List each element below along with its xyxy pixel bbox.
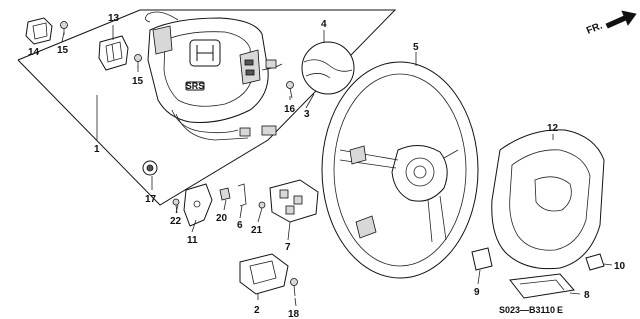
callout-16: 16 [284, 104, 296, 115]
part-20-clip [219, 187, 231, 201]
part-11-bracket [183, 183, 213, 227]
part-10-cap [585, 253, 605, 271]
front-direction-indicator: FR. [585, 10, 637, 37]
callout-9: 9 [474, 287, 480, 298]
part-5-steering-wheel [321, 61, 479, 279]
callout-22: 22 [170, 216, 182, 227]
diagram-code-suffix: E [557, 305, 563, 315]
callout-4: 4 [321, 19, 327, 30]
part-21-screw [258, 201, 266, 209]
part-18-screw [290, 278, 298, 297]
callout-17: 17 [145, 194, 157, 205]
part-6-clip [237, 183, 247, 207]
callout-12: 12 [547, 123, 559, 134]
callout-3: 3 [304, 109, 310, 120]
part-15-screw-upper [60, 21, 68, 35]
callout-20: 20 [216, 213, 228, 224]
part-8-lower-cover [509, 273, 575, 299]
callout-15-upper: 15 [57, 45, 69, 56]
leader-lines [61, 25, 613, 307]
part-9-bracket [471, 247, 493, 271]
part-2-switch [239, 253, 289, 295]
callout-11: 11 [187, 235, 198, 246]
callout-7: 7 [285, 242, 291, 253]
part-13-cruise-switch [98, 35, 129, 71]
callout-15-lower: 15 [132, 76, 144, 87]
diagram-code: S023—B3110 E [499, 305, 563, 315]
part-4-cable-reel [301, 41, 355, 95]
diagram-code-text: S023—B3110 [499, 305, 555, 315]
callout-5: 5 [413, 42, 419, 53]
part-7-switch-assembly [269, 179, 319, 223]
front-arrow-icon [605, 10, 637, 29]
srs-logo-text: SRS [186, 81, 205, 91]
part-22-screw [172, 198, 180, 214]
callout-labels: 1 2 3 4 5 6 7 8 9 10 11 12 13 14 15 15 1… [28, 13, 626, 319]
airbag-module: SRS [145, 11, 283, 141]
callout-18: 18 [288, 309, 300, 319]
callout-8: 8 [584, 290, 590, 301]
part-15-screw-lower [134, 54, 142, 68]
callout-1: 1 [94, 144, 100, 155]
part-12-rear-cover [491, 129, 605, 270]
part-14-cover-cap [25, 17, 53, 45]
callout-14: 14 [28, 47, 40, 58]
callout-13: 13 [108, 13, 120, 24]
part-17-nut [142, 160, 158, 176]
callout-10: 10 [614, 261, 626, 272]
callout-2: 2 [254, 305, 260, 316]
part-16-screw [286, 81, 294, 99]
front-direction-label: FR. [585, 20, 604, 36]
callout-21: 21 [251, 225, 263, 236]
callout-6: 6 [237, 220, 243, 231]
